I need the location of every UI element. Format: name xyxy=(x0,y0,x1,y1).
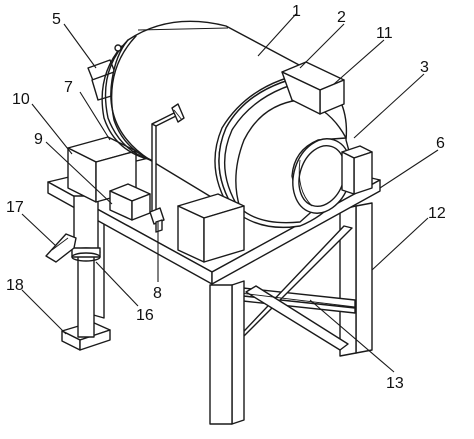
leg-front xyxy=(209,280,245,425)
top-bracket xyxy=(281,61,345,115)
label-9: 9 xyxy=(34,131,43,148)
label-7: 7 xyxy=(64,79,73,96)
leader-lines xyxy=(21,13,439,373)
label-1: 1 xyxy=(292,3,301,20)
label-17: 17 xyxy=(6,199,24,216)
label-11: 11 xyxy=(376,25,393,42)
label-16: 16 xyxy=(136,307,154,324)
front-box xyxy=(177,193,245,263)
label-3: 3 xyxy=(420,59,429,76)
clamp-handle xyxy=(45,233,77,263)
part-numbers: 1 2 3 5 6 7 8 9 10 11 12 13 16 17 18 xyxy=(6,3,446,392)
label-8: 8 xyxy=(153,285,162,302)
label-6: 6 xyxy=(436,135,445,152)
valve-handle xyxy=(171,103,185,123)
cross-brace xyxy=(227,225,356,351)
lift-pole xyxy=(45,195,111,351)
label-18: 18 xyxy=(6,277,24,294)
label-12: 12 xyxy=(428,205,446,222)
label-13: 13 xyxy=(386,375,404,392)
label-2: 2 xyxy=(337,9,346,26)
label-10: 10 xyxy=(12,91,30,108)
drum xyxy=(87,20,373,229)
right-support-box xyxy=(341,145,373,195)
valve-pipe xyxy=(149,103,185,233)
support-frame xyxy=(89,199,373,425)
label-5: 5 xyxy=(52,11,61,28)
